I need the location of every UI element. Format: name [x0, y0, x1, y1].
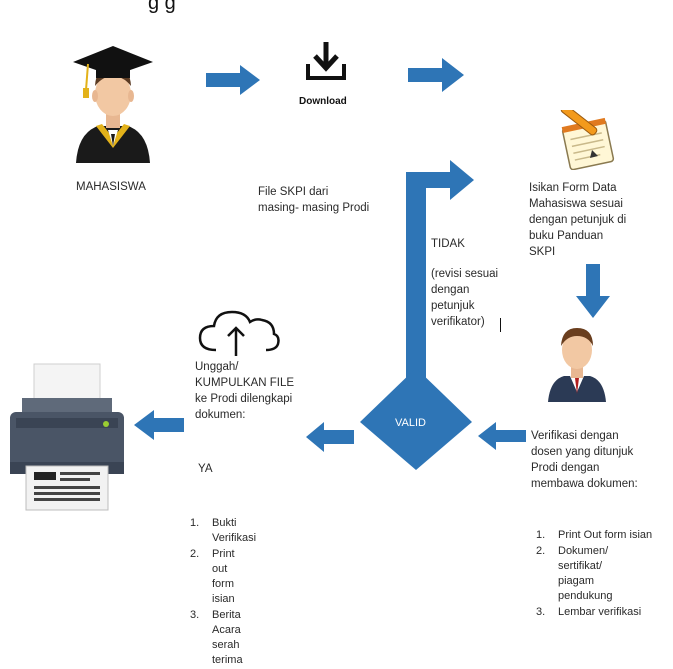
isikan-form-text: Isikan Form Data Mahasiswa sesuai dengan… [529, 182, 627, 258]
arrow-down [576, 264, 610, 318]
arrow-right [206, 65, 260, 95]
valid-decision-shape [350, 160, 480, 475]
arrow-left [306, 422, 354, 452]
text-cursor [500, 318, 501, 332]
list-item-number: 1. [190, 517, 200, 529]
mahasiswa-label: MAHASISWA [76, 181, 146, 193]
right-document-list: 1. Print Out form isian 2. Dokumen/ sertif… [536, 528, 656, 621]
tidak-label: TIDAK [431, 238, 465, 250]
list-item-text: Print out form isian [212, 548, 235, 605]
file-skpi-text: File SKPI dari masing- masing Prodi [258, 186, 370, 214]
verifier-person-icon [546, 322, 608, 402]
left-document-list: 1. Bukti Verifikasi 2. Print out form isia… [190, 516, 276, 669]
list-item-number: 1. [536, 529, 546, 541]
list-item-number: 3. [536, 606, 546, 618]
list-item: 2. Print out form isian [190, 547, 276, 607]
list-item-text: Dokumen/ sertifikat/ piagam pendukung [558, 545, 613, 602]
list-item-number: 3. [190, 609, 200, 621]
list-item: 2. Dokumen/ sertifikat/ piagam pendukung [536, 544, 656, 604]
cloud-upload-icon [196, 306, 282, 358]
list-item-number: 2. [536, 545, 546, 557]
arrow-left [478, 422, 526, 450]
list-item: 3. Lembar verifikasi [536, 605, 656, 620]
arrow-left [134, 410, 184, 440]
list-item: 3. Berita Acara serah terima [190, 608, 276, 668]
list-item-text: Bukti Verifikasi [212, 517, 257, 544]
printer-icon [6, 362, 128, 512]
list-item-text: Print Out form isian [558, 529, 653, 541]
unggah-text: Unggah/ KUMPULKAN FILE ke Prodi dilengka… [195, 361, 295, 421]
form-notepad-icon [552, 110, 616, 170]
arrow-right [408, 58, 464, 92]
list-item: 1. Bukti Verifikasi [190, 516, 276, 546]
list-item-text: Berita Acara serah terima [212, 609, 243, 666]
list-item: 1. Print Out form isian [536, 528, 656, 543]
ya-label: YA [198, 463, 213, 475]
title-fragment: g g [148, 0, 176, 14]
revisi-text: (revisi sesuai dengan petunjuk verifikat… [431, 268, 499, 328]
verifikasi-text: Verifikasi dengan dosen yang ditunjuk Pr… [531, 430, 638, 490]
download-label: Download [299, 96, 347, 107]
download-icon [296, 40, 356, 84]
valid-label: VALID [395, 417, 426, 429]
student-graduate-icon [68, 38, 158, 163]
list-item-number: 2. [190, 548, 200, 560]
list-item-text: Lembar verifikasi [558, 606, 642, 618]
